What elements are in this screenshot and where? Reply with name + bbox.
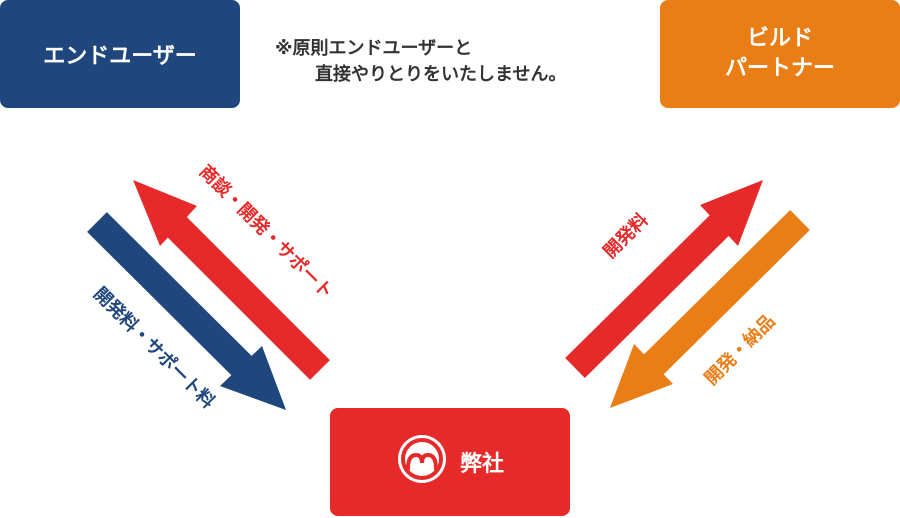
label-company-to-partner: 開発料 [599, 209, 653, 263]
build-partner-label-line1: ビルド [746, 26, 813, 51]
note-line-1: ※原則エンドユーザーと [275, 38, 473, 59]
build-partner-box: ビルド パートナー [660, 0, 900, 108]
arrow-company-to-enduser [133, 180, 330, 380]
note-text: ※原則エンドユーザーと 直接やりとりをいたしません。 [275, 36, 566, 88]
note-line-2: 直接やりとりをいたしません。 [315, 64, 567, 85]
company-label: 弊社 [459, 452, 504, 477]
label-enduser-to-company: 開発料・サポート料 [89, 283, 219, 413]
arrow-company-to-partner [565, 180, 763, 378]
build-partner-label-line2: パートナー [724, 56, 835, 81]
company-box: 弊社 [330, 408, 570, 516]
arrow-partner-to-company [610, 210, 810, 408]
face-logo-icon [396, 433, 448, 491]
end-user-box: エンドユーザー [0, 0, 240, 108]
end-user-label: エンドユーザー [43, 44, 197, 69]
arrow-enduser-to-company [87, 212, 286, 410]
